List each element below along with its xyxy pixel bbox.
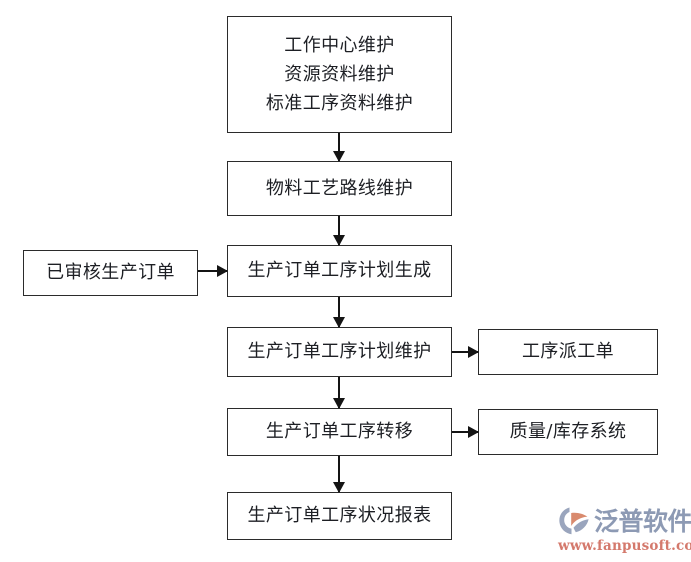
node-operation-transfer[interactable]: 生产订单工序转移 [227,408,452,456]
node-routing-label: 物料工艺路线维护 [265,177,414,199]
arrow-transfer-to-quality-inventory [452,431,478,433]
arrow-basic-data-to-routing [338,133,340,161]
node-operation-plan-maintain-label: 生产订单工序计划维护 [247,341,432,363]
node-operation-status-report[interactable]: 生产订单工序状况报表 [227,492,452,540]
node-operation-transfer-label: 生产订单工序转移 [265,421,414,443]
node-approved-production-order-label: 已审核生产订单 [46,262,175,284]
node-basic-data-line-3: 标准工序资料维护 [265,93,414,115]
watermark-brand-text: 泛普软件 [594,506,691,536]
node-operation-plan-generate[interactable]: 生产订单工序计划生成 [227,245,452,297]
node-operation-status-report-label: 生产订单工序状况报表 [247,505,432,527]
node-basic-data[interactable]: 工作中心维护 资源资料维护 标准工序资料维护 [227,16,452,133]
arrow-approved-order-to-plan-generate [198,270,227,272]
node-dispatch-order-label: 工序派工单 [522,341,614,363]
watermark-url-text: www.fanpusoft.com [558,538,691,554]
node-approved-production-order[interactable]: 已审核生产订单 [23,250,198,296]
node-operation-plan-generate-label: 生产订单工序计划生成 [247,260,432,282]
watermark-logo-row: 泛普软件 [558,505,691,537]
node-dispatch-order[interactable]: 工序派工单 [478,329,658,375]
arrow-plan-maintain-to-dispatch-order [452,351,478,353]
node-quality-inventory-system-label: 质量/库存系统 [509,421,627,443]
arrow-plan-maintain-to-transfer [338,377,340,408]
node-basic-data-line-1: 工作中心维护 [284,34,395,56]
node-basic-data-line-2: 资源资料维护 [284,63,395,85]
watermark-logo: 泛普软件 www.fanpusoft.com [558,505,691,555]
node-quality-inventory-system[interactable]: 质量/库存系统 [478,409,658,455]
arrow-plan-generate-to-plan-maintain [338,297,340,327]
node-routing[interactable]: 物料工艺路线维护 [227,161,452,216]
node-operation-plan-maintain[interactable]: 生产订单工序计划维护 [227,327,452,377]
fanpu-logo-icon [558,506,592,536]
arrow-transfer-to-status-report [338,456,340,492]
arrow-routing-to-plan-generate [338,216,340,245]
